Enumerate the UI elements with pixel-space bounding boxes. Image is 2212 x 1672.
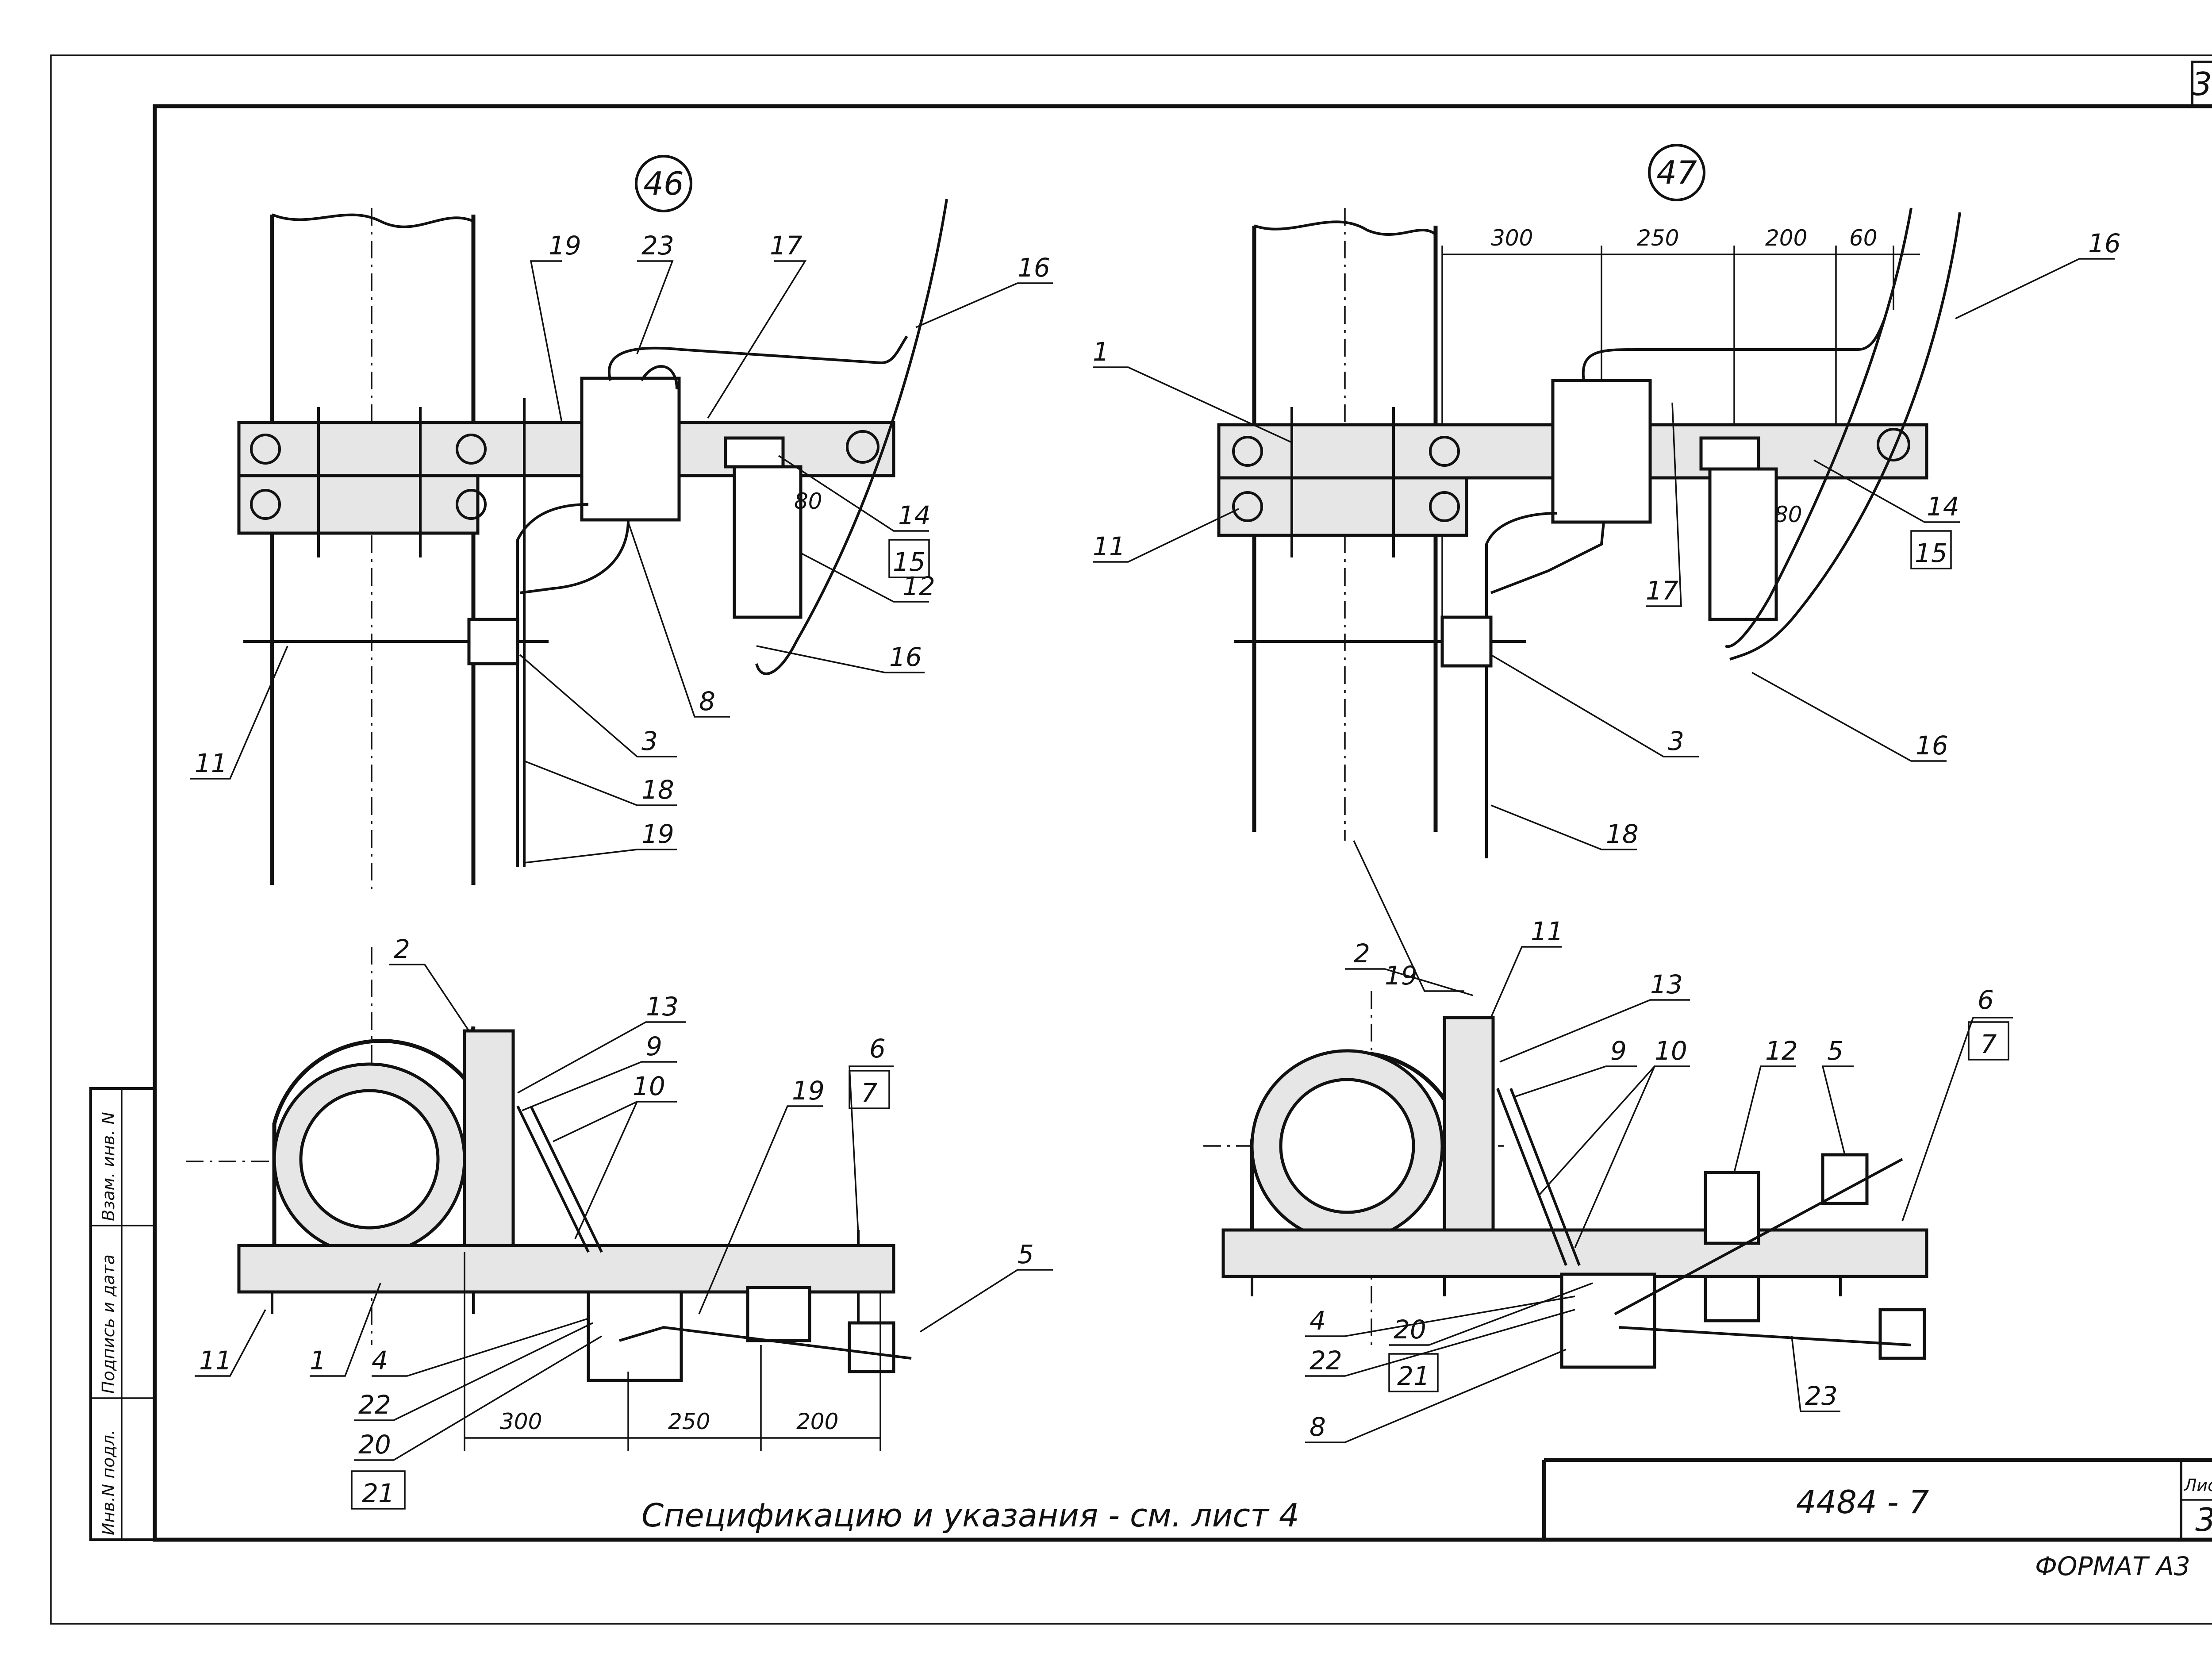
stamp-cell-inv: Инв.N подл. <box>99 1430 118 1535</box>
callout-labels_46_top-l14: 14 <box>898 500 931 530</box>
format-label: ФОРМАТ А3 <box>2035 1551 2190 1581</box>
callout-labels_47_top-l15: 15 <box>1915 538 1947 568</box>
note-text: Спецификацию и указания - см. лист 4 <box>641 1497 1299 1534</box>
callout-labels_46_top-l19: 19 <box>549 231 581 261</box>
callout-labels_47_bottom-l19: 19 <box>1385 961 1417 991</box>
callout-labels_47_top-l14: 14 <box>1927 492 1959 522</box>
outer-frame <box>50 54 2212 1625</box>
callout-labels_46_top-l17: 17 <box>770 231 803 261</box>
callout-labels_46_bottom-l7: 7 <box>861 1078 878 1108</box>
callout-labels_47_bottom-l5: 5 <box>1827 1036 1843 1066</box>
view-47-top: 47 300 250 200 60 80 1 11 1 <box>1093 144 2121 858</box>
callout-labels_47_bottom-l22: 22 <box>1310 1345 1342 1376</box>
callout-labels_47_bottom-l11: 11 <box>1531 916 1563 946</box>
callout-labels_46_top-l8: 8 <box>699 686 715 716</box>
doc-number: 4484 - 7 <box>1796 1484 1929 1521</box>
corner-sheet-number: 34 <box>2191 61 2212 108</box>
callout-labels_46_top-l16b: 16 <box>889 642 922 672</box>
callout-labels_46_top-l19b: 19 <box>641 819 674 849</box>
sheet-label: Лист <box>2183 1476 2212 1495</box>
callout-labels_47_top-l11: 11 <box>1093 531 1125 561</box>
title-block: 4484 - 7 Лист 3 <box>1542 1458 2212 1540</box>
pad-47 <box>1443 1016 1495 1236</box>
clamp-plate-46 <box>237 474 480 535</box>
view-46-marker <box>635 155 692 212</box>
view-47-bottom: 2 19 11 13 9 10 12 5 6 7 4 22 20 21 8 23 <box>1203 840 2013 1443</box>
callout-labels_46_bottom-l9: 9 <box>646 1031 662 1061</box>
cylinder-47 <box>1708 467 1778 621</box>
callout-labels_46_bottom-d300: 300 <box>500 1409 542 1434</box>
view-47-marker <box>1648 144 1705 201</box>
callout-labels_47_top-l16a: 16 <box>2088 228 2121 258</box>
junction-box-46 <box>580 377 681 522</box>
callout-labels_47_top-l17: 17 <box>1646 576 1678 606</box>
callout-labels_46_top-l23: 23 <box>641 231 674 261</box>
junction-box-47 <box>1551 379 1652 524</box>
callout-labels_47_top-l3: 3 <box>1668 726 1684 756</box>
callout-labels_47_top-l80: 80 <box>1774 502 1802 527</box>
callout-labels_46_bottom-l5: 5 <box>1018 1239 1034 1269</box>
callout-labels_46_bottom-l19: 19 <box>792 1076 825 1106</box>
callout-labels_47_top-d250: 250 <box>1637 225 1679 251</box>
side-stamp: Инв.N подл. Подпись и дата Взам. инв. N <box>89 1087 156 1541</box>
clamp-plate-47 <box>1217 476 1468 537</box>
view-47-id: 47 <box>1656 154 1697 191</box>
callout-labels_47_top-d60: 60 <box>1849 225 1878 251</box>
callout-labels_47_bottom-l7: 7 <box>1981 1029 1997 1059</box>
callout-labels_47_bottom-l20: 20 <box>1394 1315 1426 1345</box>
callout-labels_47_bottom-l8: 8 <box>1310 1412 1326 1442</box>
pad-46 <box>463 1029 515 1258</box>
callout-labels_46_bottom-l1: 1 <box>310 1345 326 1376</box>
callout-labels_46_bottom-l4: 4 <box>372 1345 388 1376</box>
callout-labels_47_bottom-l10: 10 <box>1655 1036 1687 1066</box>
callout-labels_46_bottom-l13: 13 <box>646 992 679 1022</box>
callout-labels_47_bottom-l9: 9 <box>1610 1036 1627 1066</box>
callout-labels_46_bottom-l22: 22 <box>358 1390 391 1420</box>
callout-labels_46_top-l12: 12 <box>902 571 935 601</box>
callout-labels_46_top-l80: 80 <box>794 488 822 514</box>
box-47-plan <box>1560 1272 1656 1369</box>
stamp-cell-sign: Подпись и дата <box>99 1254 118 1394</box>
callout-sheet_number_corner: 34 <box>2192 65 2212 103</box>
callout-labels_47_bottom-l13: 13 <box>1650 969 1683 999</box>
callout-labels_46_top-l16a: 16 <box>1018 253 1050 283</box>
callout-labels_46_bottom-l6: 6 <box>869 1034 886 1064</box>
callout-labels_47_top-l16b: 16 <box>1916 730 1948 761</box>
cylinder-46 <box>733 465 803 619</box>
inner-frame <box>153 104 2212 1542</box>
callout-labels_46_top-l18: 18 <box>641 775 674 805</box>
callout-labels_47_top-d300: 300 <box>1491 225 1533 251</box>
callout-labels_46_bottom-l11: 11 <box>199 1345 232 1376</box>
sheet-number: 3 <box>2195 1501 2212 1538</box>
callout-labels_46_top-l11: 11 <box>195 748 227 778</box>
callout-labels_47_bottom-l6: 6 <box>1978 985 1994 1015</box>
callout-labels_46_bottom-d200: 200 <box>796 1409 838 1434</box>
view-46-top: 46 80 19 23 17 <box>190 155 1053 889</box>
callout-labels_47_bottom-l23: 23 <box>1805 1381 1838 1411</box>
pole-46 <box>270 215 476 885</box>
stamp-cell-replace: Взам. инв. N <box>99 1112 118 1221</box>
callout-labels_47_bottom-l2: 2 <box>1354 938 1370 969</box>
callout-labels_46_bottom-l20: 20 <box>358 1430 391 1460</box>
callout-labels_47_top-l18: 18 <box>1606 819 1639 849</box>
crossarm-46-plan <box>237 1244 895 1294</box>
callout-labels_46_bottom-l2: 2 <box>394 934 410 964</box>
callout-labels_47_bottom-l4: 4 <box>1310 1306 1326 1336</box>
callout-labels_46_bottom-l10: 10 <box>633 1071 665 1101</box>
callout-labels_47_bottom-l21: 21 <box>1397 1361 1430 1391</box>
callout-labels_47_bottom-l12: 12 <box>1765 1036 1798 1066</box>
callout-labels_47_top-d200: 200 <box>1765 225 1807 251</box>
callout-labels_46_top-l15: 15 <box>893 547 926 577</box>
view-46-bottom: 300 250 200 2 13 9 10 6 7 19 5 11 1 4 22… <box>186 934 1053 1510</box>
callout-labels_46_bottom-d250: 250 <box>668 1409 710 1434</box>
callout-labels_46_bottom-l21: 21 <box>362 1478 395 1508</box>
view-46-id: 46 <box>643 165 684 202</box>
callout-labels_47_top-l1: 1 <box>1093 337 1109 367</box>
callout-labels_46_top-l3: 3 <box>641 726 658 756</box>
